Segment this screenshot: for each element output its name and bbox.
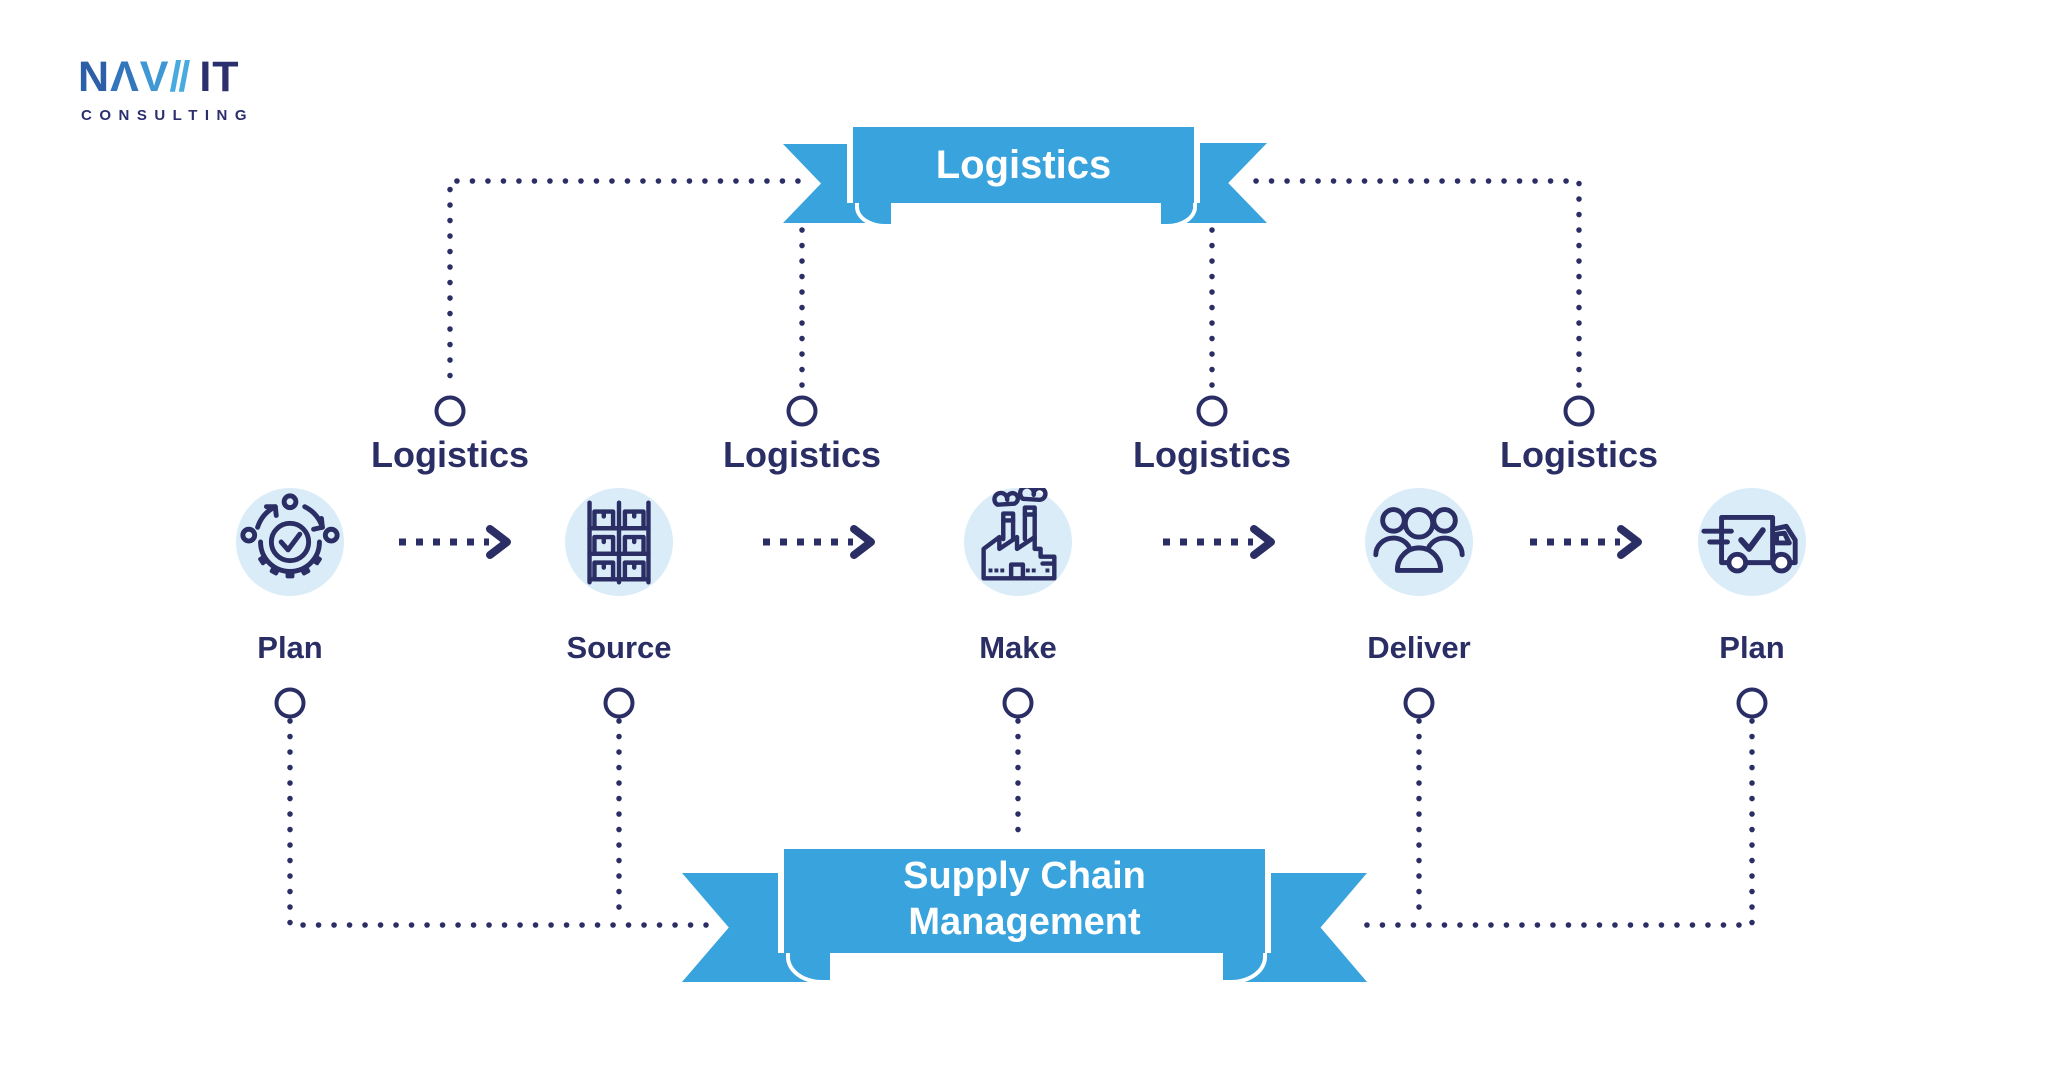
stage-source: Source xyxy=(529,488,709,666)
stage-deliver: Deliver xyxy=(1329,488,1509,666)
connector-node-circle xyxy=(603,687,635,719)
dotted-connector xyxy=(1351,718,1755,928)
stage-label: Deliver xyxy=(1367,630,1471,665)
flow-arrow-head xyxy=(850,525,875,559)
connector-node-circle xyxy=(274,687,306,719)
logo-letter: N xyxy=(78,53,111,101)
people-group-icon xyxy=(1365,488,1473,596)
logistics-banner-label: Logistics xyxy=(853,127,1194,203)
logo-subtitle: CONSULTING xyxy=(81,107,255,124)
stage-label: Plan xyxy=(1719,630,1785,665)
flow-arrow-head xyxy=(486,525,511,559)
warehouse-rack-icon xyxy=(565,488,673,596)
delivery-truck-icon xyxy=(1698,488,1806,596)
connector-label-logistics: Logistics xyxy=(370,434,530,475)
supply-chain-management-banner: Supply Chain Management xyxy=(682,849,1367,984)
ribbon-fold-left xyxy=(855,203,891,228)
logistics-banner: Logistics xyxy=(783,127,1267,228)
connector-node-circle xyxy=(1403,687,1435,719)
connector-node-circle xyxy=(1736,687,1768,719)
connector-label-logistics: Logistics xyxy=(722,434,882,475)
connector-label-logistics: Logistics xyxy=(1132,434,1292,475)
navit-logo: NΛV//IT CONSULTING xyxy=(78,53,255,125)
scm-banner-line2: Management xyxy=(908,901,1141,943)
connector-node-circle xyxy=(434,395,466,427)
stage-plan-2: Plan xyxy=(1662,488,1842,666)
logo-letter: Λ xyxy=(110,53,140,101)
stage-label: Plan xyxy=(257,630,323,665)
gear-check-icon xyxy=(236,488,344,596)
scm-banner-label: Supply Chain Management xyxy=(784,849,1265,953)
dotted-connector xyxy=(1253,178,1582,393)
stage-plan: Plan xyxy=(200,488,380,666)
factory-icon xyxy=(964,488,1072,596)
flow-arrow-head xyxy=(1250,525,1275,559)
logo-letter: IT xyxy=(199,53,240,101)
navit-wordmark: NΛV//IT xyxy=(78,53,254,101)
logo-double-slash: // xyxy=(169,53,190,101)
logo-letter: V xyxy=(139,53,170,101)
flow-arrow-head xyxy=(1617,525,1642,559)
dotted-connector xyxy=(287,718,709,928)
connector-label-logistics: Logistics xyxy=(1499,434,1659,475)
connector-node-circle xyxy=(1002,687,1034,719)
connector-node-circle xyxy=(1563,395,1595,427)
stage-make: Make xyxy=(928,488,1108,666)
connector-node-circle xyxy=(786,395,818,427)
scm-banner-line1: Supply Chain xyxy=(903,855,1146,897)
stage-label: Make xyxy=(979,630,1057,665)
dotted-connector xyxy=(447,178,801,393)
connector-node-circle xyxy=(1196,395,1228,427)
stage-label: Source xyxy=(566,630,672,665)
